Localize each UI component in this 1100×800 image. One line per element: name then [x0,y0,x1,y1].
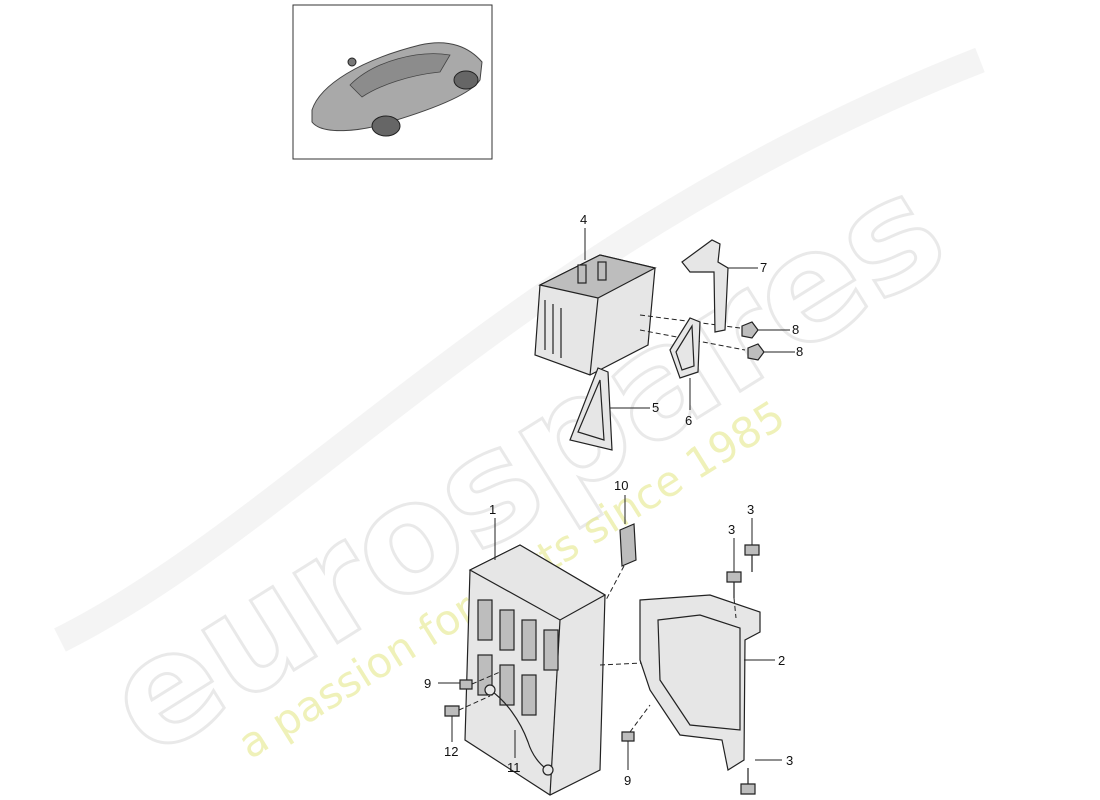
part-7-holder[interactable] [681,239,729,333]
callout-9-bottom[interactable]: 9 [624,773,631,788]
callout-3-b[interactable]: 3 [747,502,754,517]
callout-6[interactable]: 6 [685,413,692,428]
part-3-bolts[interactable] [726,544,760,795]
callout-9-left[interactable]: 9 [424,676,431,691]
callout-labels: 4 7 8 8 5 6 10 1 3 3 2 3 9 12 11 9 [424,212,803,788]
callout-7[interactable]: 7 [760,260,767,275]
part-12-screw[interactable] [444,695,491,717]
part-2-bracket[interactable] [639,594,761,771]
part-8-nuts[interactable] [741,321,765,361]
callout-10[interactable]: 10 [614,478,628,493]
callout-8-lower[interactable]: 8 [796,344,803,359]
car-thumbnail[interactable] [292,4,493,160]
callout-3-a[interactable]: 3 [728,522,735,537]
callout-4[interactable]: 4 [580,212,587,227]
callout-2[interactable]: 2 [778,653,785,668]
car-thumbnail-icon [311,42,483,137]
part-10-pad[interactable] [605,523,637,601]
callout-5[interactable]: 5 [652,400,659,415]
part-9-screws[interactable] [459,671,651,742]
part-5-bracket[interactable] [569,367,613,451]
leader-lines [438,228,795,770]
callout-8-upper[interactable]: 8 [792,322,799,337]
callout-1[interactable]: 1 [489,502,496,517]
part-6-gasket[interactable] [669,317,701,379]
callout-3-c[interactable]: 3 [786,753,793,768]
part-11-ground-strap[interactable] [484,684,554,776]
callout-11[interactable]: 11 [507,760,521,775]
callout-12[interactable]: 12 [444,744,458,759]
part-4-control-unit[interactable] [534,254,746,376]
